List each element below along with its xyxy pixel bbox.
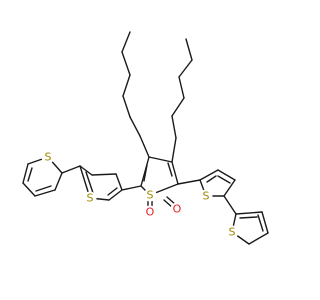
bond (248, 232, 269, 245)
atom-label-s: S (229, 226, 236, 239)
sulfur-atom: S (83, 191, 97, 205)
sulfur-atom: S (143, 188, 157, 202)
bond (177, 179, 201, 185)
oxygen-atom: O (170, 202, 184, 216)
bond (178, 59, 193, 78)
bond (167, 162, 173, 177)
bond (121, 185, 142, 191)
bond (139, 135, 150, 158)
bonds (22, 31, 269, 245)
sulfur-atom: S (225, 225, 239, 239)
sulfur-atom: S (41, 150, 55, 164)
bond (185, 38, 193, 61)
bond (115, 173, 123, 191)
oxygen-atom: O (143, 205, 157, 219)
atom-label-o: O (146, 206, 155, 219)
atom-label-s: S (147, 189, 154, 202)
atom-label-o: O (173, 203, 182, 216)
bond (206, 175, 217, 183)
bond (171, 97, 185, 117)
bond (178, 76, 185, 99)
bond (122, 95, 131, 118)
bond (223, 195, 237, 215)
bond (223, 179, 236, 197)
bond (27, 167, 33, 182)
bond (35, 185, 52, 192)
bond (129, 116, 141, 137)
atom-label-s: S (87, 192, 94, 205)
bond (79, 165, 93, 176)
atom-label-s: S (203, 190, 210, 203)
bond (85, 171, 94, 194)
bond (261, 211, 269, 234)
bond (148, 156, 173, 163)
molecule-structure: S S S O O S S (22, 31, 269, 245)
bond (121, 51, 131, 76)
bond (217, 169, 236, 181)
bond (171, 161, 179, 185)
bond (54, 172, 63, 191)
bond (121, 31, 131, 53)
bond (22, 182, 36, 197)
bond (143, 164, 148, 182)
bond (257, 214, 264, 232)
bond (34, 189, 56, 197)
bond (199, 169, 219, 181)
bond (171, 115, 177, 139)
bond (107, 187, 118, 196)
bond (217, 175, 231, 184)
bond (91, 173, 117, 176)
sulfur-atom: S (199, 189, 213, 203)
bond (22, 163, 29, 184)
bond (235, 211, 263, 215)
bond (61, 165, 81, 174)
bond (122, 74, 131, 97)
bond (108, 189, 123, 201)
bond (171, 137, 177, 163)
bond (239, 216, 258, 219)
atom-label-s: S (45, 151, 52, 164)
atom-labels: S S S O O S S (41, 150, 239, 239)
bond (140, 156, 150, 187)
